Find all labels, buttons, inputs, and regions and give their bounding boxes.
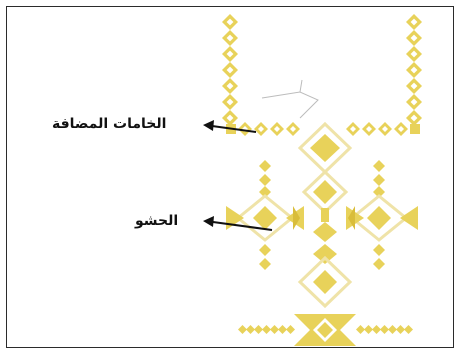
label-added-materials: الخامات المضافة <box>52 116 167 132</box>
right-cross <box>346 160 418 270</box>
left-cross <box>226 160 304 270</box>
arrow-added-materials <box>203 120 257 133</box>
sketch-lines <box>261 79 319 119</box>
label-filling: الحشو <box>135 213 179 229</box>
left-chain <box>222 14 238 134</box>
central-column <box>297 121 353 309</box>
arrow-filling <box>203 216 273 231</box>
right-chain <box>406 14 422 134</box>
bottom-band <box>238 314 413 346</box>
